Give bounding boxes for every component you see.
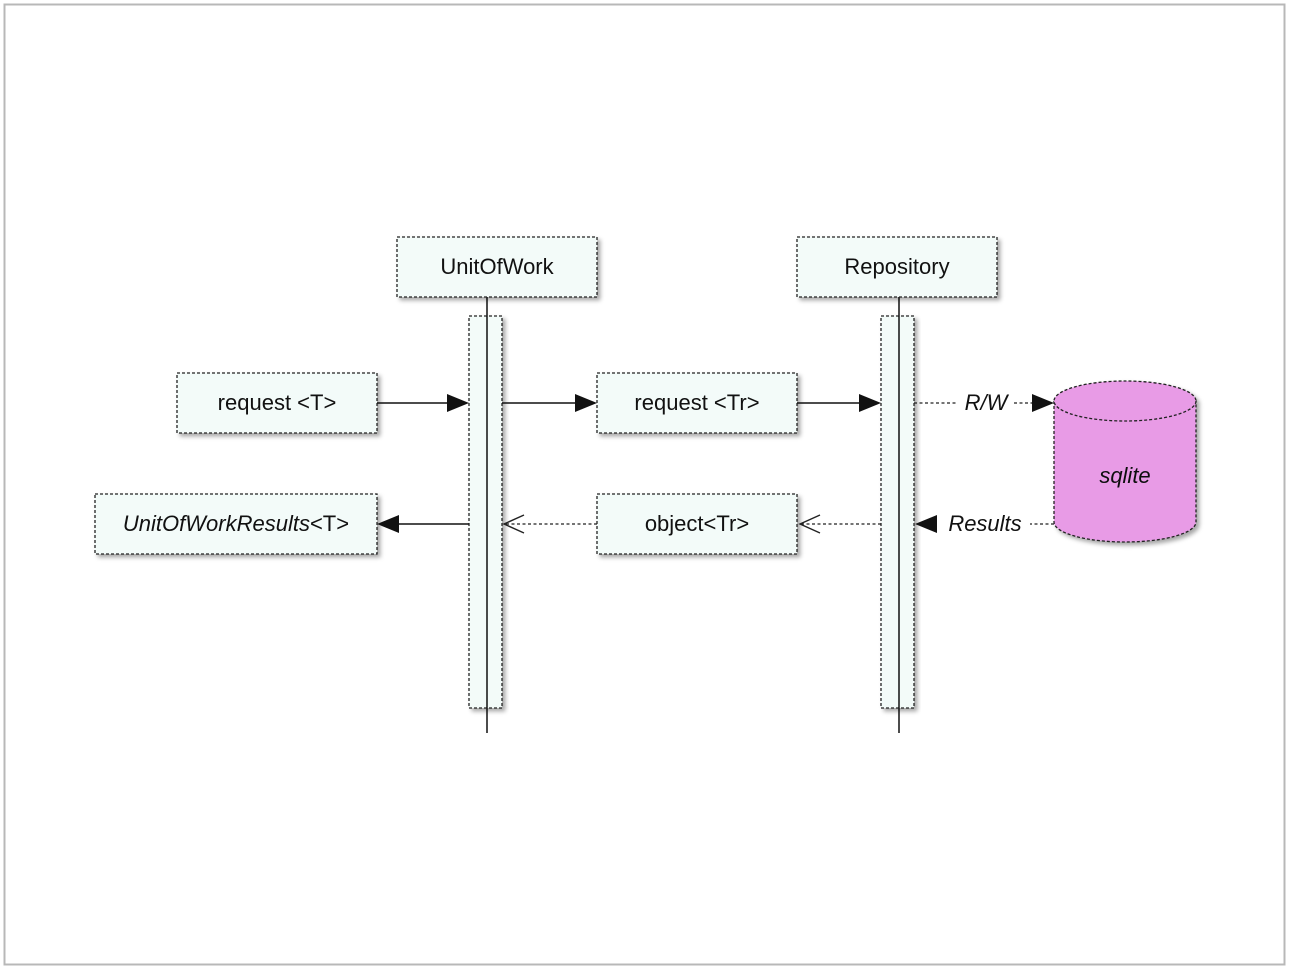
db-results-label: Results <box>948 511 1021 536</box>
message-request-t-label: request <T> <box>218 390 337 415</box>
message-request-t[interactable]: request <T> <box>176 372 378 434</box>
arrow-object-tr-to-unitofwork <box>502 514 597 534</box>
arrow-request-t-to-unitofwork <box>377 394 469 412</box>
results-prefix: UnitOfWorkResults <box>123 511 310 536</box>
message-unitofwork-results[interactable]: UnitOfWorkResults<T> <box>94 493 378 555</box>
arrow-db-results: Results <box>915 511 1054 536</box>
participant-unitofwork-label: UnitOfWork <box>440 254 554 279</box>
participant-unitofwork[interactable]: UnitOfWork <box>396 236 598 298</box>
arrow-read-write: R/W <box>914 390 1054 415</box>
message-request-tr-label: request <Tr> <box>634 390 759 415</box>
database-cylinder[interactable]: sqlite <box>1053 380 1197 543</box>
arrow-repository-to-object-tr <box>798 514 881 534</box>
arrow-request-tr-to-repository <box>797 394 881 412</box>
read-write-label: R/W <box>965 390 1010 415</box>
message-request-tr[interactable]: request <Tr> <box>596 372 798 434</box>
participant-repository-label: Repository <box>844 254 949 279</box>
arrow-unitofwork-to-results <box>377 515 469 533</box>
results-suffix: <T> <box>310 511 349 536</box>
participant-repository[interactable]: Repository <box>796 236 998 298</box>
message-object-tr[interactable]: object<Tr> <box>596 493 798 555</box>
message-unitofwork-results-label: UnitOfWorkResults<T> <box>123 511 349 536</box>
unitofwork-activation <box>468 315 503 709</box>
arrow-unitofwork-to-request-tr <box>502 394 597 412</box>
database-label: sqlite <box>1099 463 1150 488</box>
message-object-tr-label: object<Tr> <box>645 511 749 536</box>
repository-activation <box>880 315 915 709</box>
